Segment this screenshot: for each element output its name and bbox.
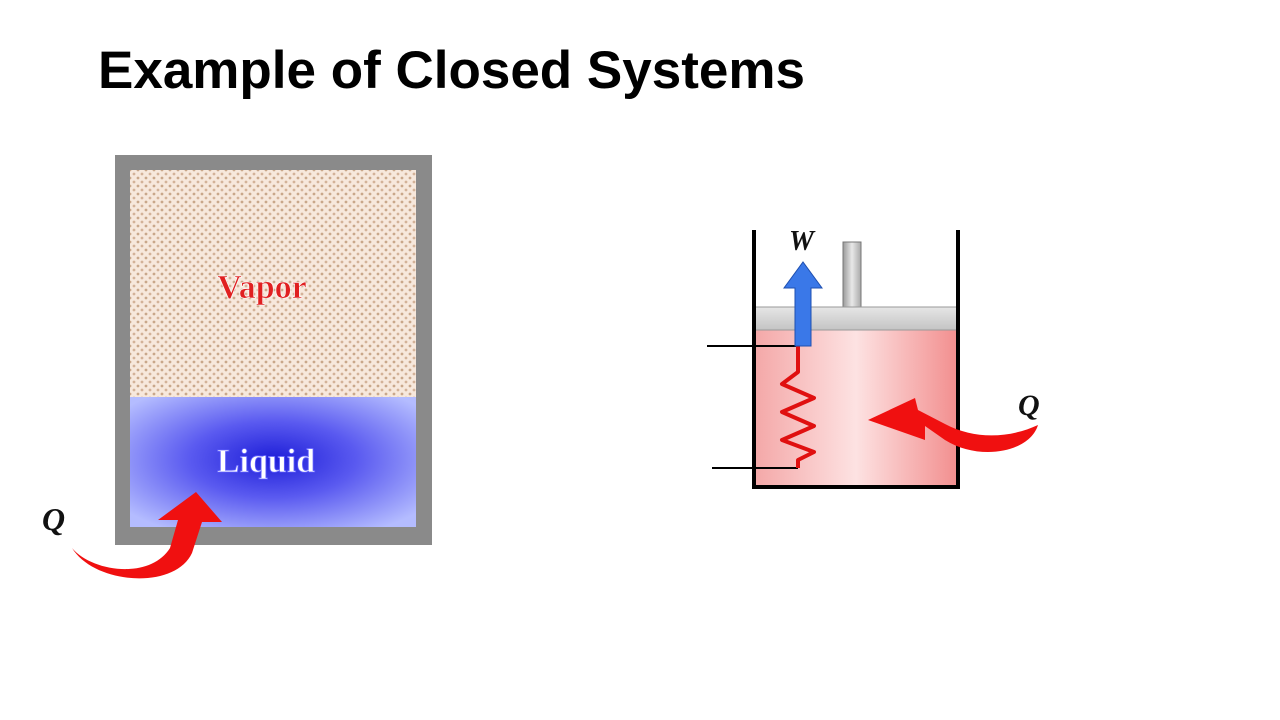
piston-rod — [842, 241, 862, 309]
cylinder-wall — [752, 230, 960, 489]
liquid-label: Liquid — [217, 443, 315, 480]
heat-label-left: Q — [42, 501, 65, 537]
vapor-label: Vapor — [217, 269, 306, 306]
heat-in-arrow-right — [868, 398, 1038, 453]
resistor — [780, 346, 816, 468]
piston-cylinder-diagram: W Q — [707, 226, 1040, 489]
piston-head — [754, 306, 958, 331]
vapor-region — [130, 170, 416, 398]
gas-region — [755, 330, 957, 486]
heat-in-arrow — [72, 492, 222, 579]
heat-label-right: Q — [1018, 389, 1040, 422]
rigid-tank-diagram: Vapor Liquid Q — [42, 155, 432, 579]
work-out-arrow — [783, 261, 823, 347]
slide-title: Example of Closed Systems — [98, 41, 805, 100]
liquid-region — [130, 397, 416, 527]
work-label: W — [789, 226, 816, 257]
